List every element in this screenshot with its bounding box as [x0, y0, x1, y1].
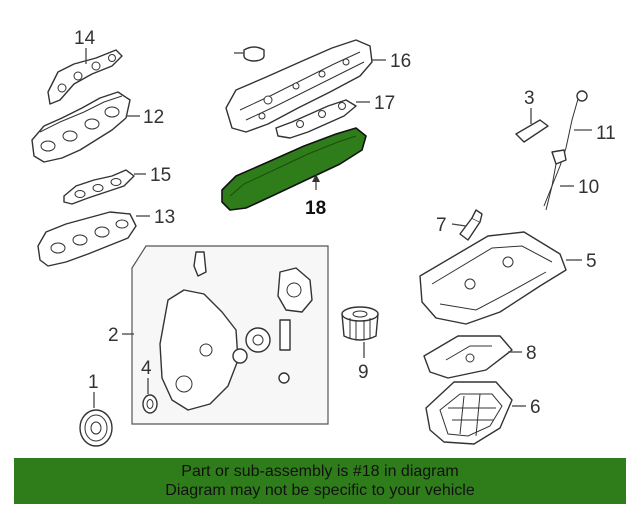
part-13-lower-intake: [37, 211, 137, 267]
callout-10: 10: [578, 177, 599, 198]
part-16-valve-cover: [225, 39, 373, 133]
callout-3: 3: [524, 88, 535, 109]
part-17-tube-gasket: [275, 99, 357, 139]
callout-8: 8: [526, 343, 537, 364]
callout-17: 17: [374, 93, 395, 114]
leader-7: [451, 223, 467, 227]
callout-12: 12: [143, 107, 164, 128]
part-5-upper-oil-pan: [419, 231, 567, 325]
part-10-dipstick-tube: [545, 149, 567, 211]
part-9-oil-filter: [341, 306, 379, 341]
part-14-manifold-gasket: [47, 49, 123, 105]
part-12-intake-manifold: [31, 91, 131, 163]
callout-1: 1: [88, 372, 99, 393]
part-19-oil-cap: [243, 46, 265, 62]
callout-5: 5: [586, 251, 597, 272]
banner-line-2: Diagram may not be specific to your vehi…: [165, 482, 475, 499]
part-6-lower-oil-pan: [425, 381, 513, 445]
callout-2: 2: [108, 325, 119, 346]
info-banner: Part or sub-assembly is #18 in diagram D…: [14, 458, 626, 504]
banner-line-1: Part or sub-assembly is #18 in diagram: [181, 463, 459, 480]
parts-diagram: 14 12 15 13: [31, 28, 616, 447]
leader-18-arrow: [312, 174, 320, 182]
part-1-crank-pulley: [79, 409, 113, 447]
part-2-timing-cover: [159, 251, 313, 411]
callout-7: 7: [436, 215, 447, 236]
callout-16: 16: [390, 51, 411, 72]
part-15-intake-gasket: [63, 169, 135, 205]
callout-9: 9: [358, 362, 369, 383]
callout-11: 11: [596, 123, 616, 144]
part-4-crank-seal: [142, 394, 158, 414]
part-8-baffle: [423, 335, 513, 379]
part-18-valve-cover-gasket: [221, 127, 367, 211]
part-3-bracket: [515, 119, 549, 143]
callout-13: 13: [154, 207, 175, 228]
part-7-sealant: [459, 209, 483, 241]
callout-15: 15: [150, 165, 171, 186]
callout-4: 4: [141, 358, 152, 379]
callout-18: 18: [305, 198, 326, 219]
callout-6: 6: [530, 397, 541, 418]
callout-14: 14: [74, 28, 96, 49]
